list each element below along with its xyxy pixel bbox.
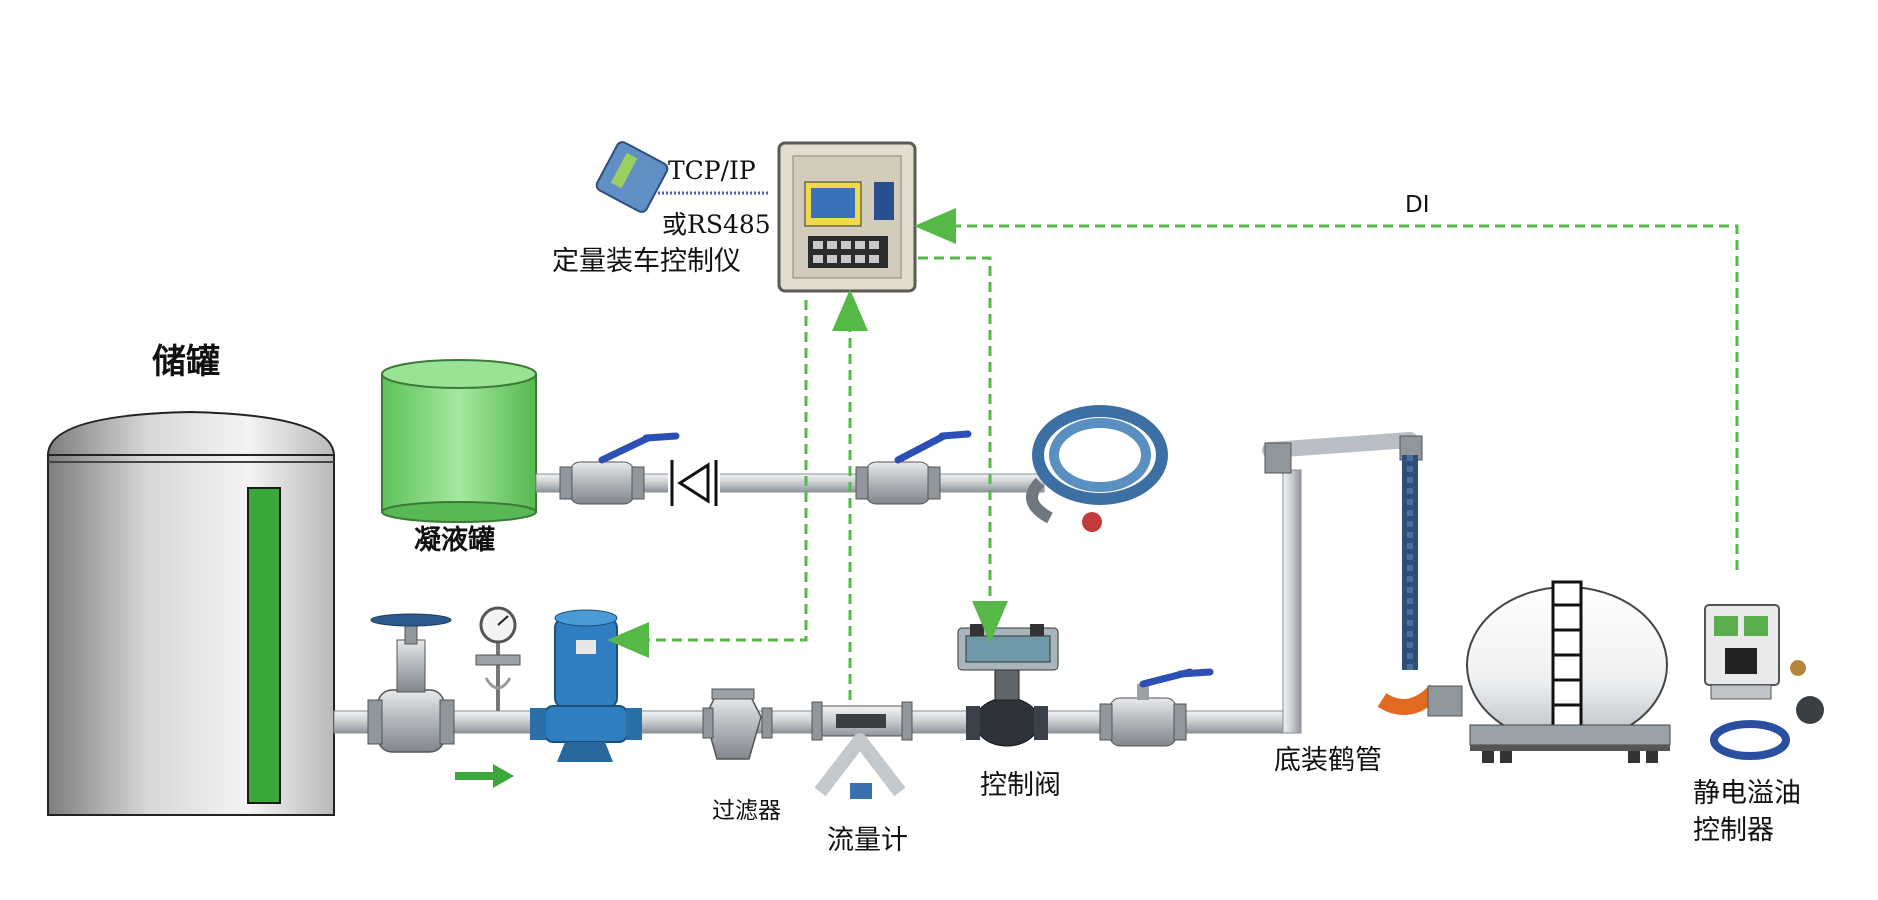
protocol-label-rs485: 或RS485 [662, 210, 771, 239]
tank-level-gauge [247, 487, 281, 804]
filter-label: 过滤器 [712, 798, 781, 824]
signal-lines [607, 208, 1739, 700]
ball-valve-condensate-1 [559, 432, 680, 505]
di-signal-label: DI [1405, 192, 1430, 218]
storage-tank [46, 410, 336, 816]
flowmeter-label: 流量计 [827, 825, 908, 856]
overflow-controller [1704, 604, 1824, 760]
condensate-tank [381, 359, 537, 523]
overflow-controller-label-1: 静电溢油 [1693, 778, 1801, 809]
protocol-label-tcpip: TCP/IP [668, 156, 756, 185]
overflow-controller-label-2: 控制器 [1693, 815, 1774, 846]
filter [702, 688, 773, 760]
pump [530, 609, 642, 762]
ball-valve-main [1099, 668, 1214, 747]
pressure-gauge [475, 606, 521, 711]
network-module [595, 141, 770, 213]
condensate-tank-label: 凝液罐 [414, 525, 495, 556]
ball-valve-condensate-2 [855, 430, 972, 505]
check-valve [668, 460, 720, 506]
control-valve-label: 控制阀 [980, 770, 1061, 801]
flowmeter [811, 701, 913, 799]
control-valve [957, 624, 1059, 747]
globe-valve [367, 613, 455, 753]
storage-tank-label: 储罐 [152, 342, 220, 382]
vapor-hose [1026, 405, 1168, 532]
loading-arm [1262, 432, 1463, 717]
controller-name-label: 定量装车控制仪 [552, 246, 741, 277]
tanker-truck [1466, 580, 1671, 763]
flow-direction-arrow [455, 764, 514, 788]
quantitative-loading-controller [777, 141, 917, 293]
loading-arm-label: 底装鹤管 [1274, 745, 1382, 776]
